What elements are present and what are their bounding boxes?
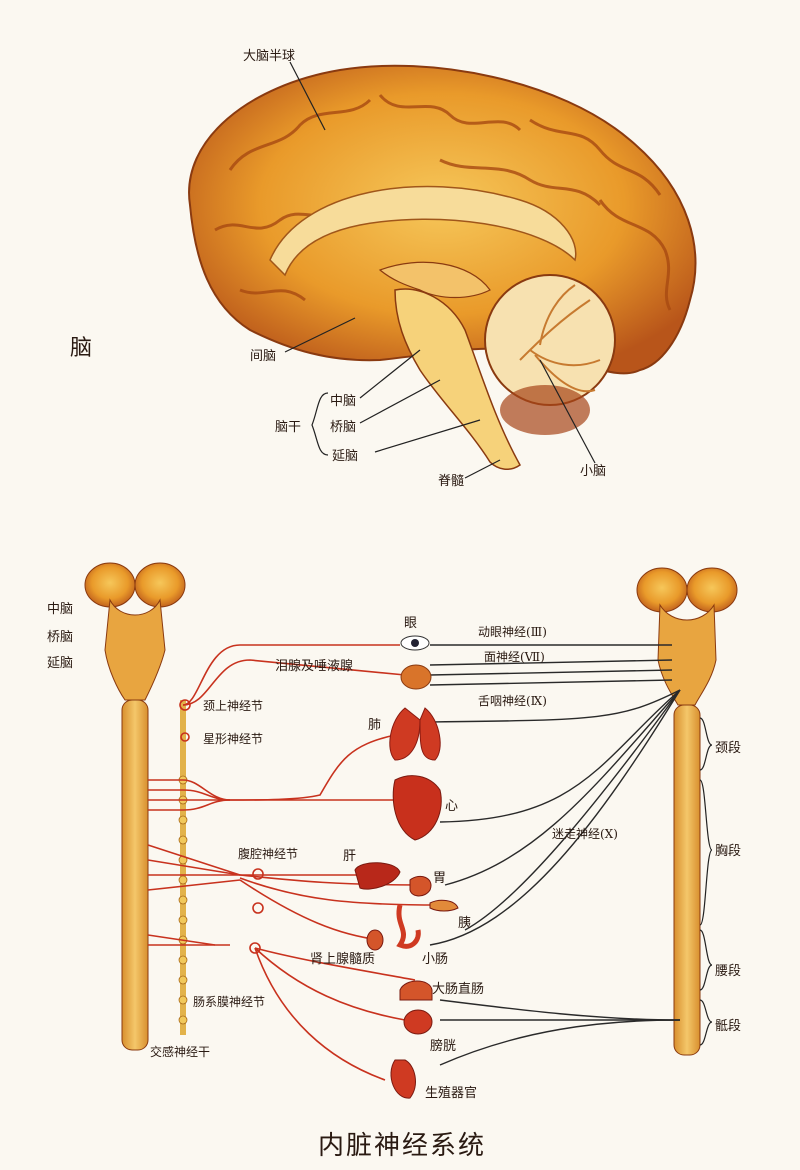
left-brainstem-illustration xyxy=(84,562,186,1051)
right-brainstem-illustration xyxy=(636,567,738,1056)
brain-title: 脑 xyxy=(70,336,93,361)
label-adrenal-medulla: 肾上腺髓质 xyxy=(310,952,376,967)
label-superior-cervical-ganglion: 颈上神经节 xyxy=(203,699,264,713)
label-stellate-ganglion: 星形神经节 xyxy=(203,732,264,746)
label-sacral-segment: 骶段 xyxy=(715,1019,742,1034)
adrenal-shape xyxy=(366,929,384,951)
bladder-shape xyxy=(403,1009,433,1035)
label-pancreas: 胰 xyxy=(458,916,472,931)
label-lacrimal-salivary: 泪腺及唾液腺 xyxy=(275,659,354,674)
label-small-intestine: 小肠 xyxy=(422,952,449,967)
brainstem-shape xyxy=(394,288,521,470)
brain-illustration xyxy=(188,64,697,470)
label-liver: 肝 xyxy=(343,849,357,864)
label-vagus-nerve: 迷走神经(Ⅹ) xyxy=(552,827,618,841)
label-oculomotor-nerve: 动眼神经(Ⅲ) xyxy=(478,625,547,639)
right-lung-shape xyxy=(419,707,441,761)
sympathetic-fibers xyxy=(147,644,441,1081)
large-intestine-shape xyxy=(399,980,433,1001)
segment-braces xyxy=(699,717,713,1046)
left-lung-shape xyxy=(389,707,421,761)
diagram-title: 内脏神经系统 xyxy=(318,1131,487,1161)
diencephalon-shape xyxy=(378,261,491,299)
cerebellum-lower-shape xyxy=(500,385,590,435)
salivary-gland-shape xyxy=(400,664,432,690)
label-pons: 桥脑 xyxy=(330,420,357,435)
label-large-intestine: 大肠直肠 xyxy=(432,982,485,997)
label-sympathetic-trunk: 交感神经干 xyxy=(150,1045,211,1059)
label-bladder: 膀胱 xyxy=(430,1039,457,1054)
label-ans-midbrain: 中脑 xyxy=(47,602,74,617)
stomach-shape xyxy=(409,875,432,897)
organs xyxy=(354,635,459,1099)
label-spinal-cord: 脊髓 xyxy=(438,474,465,489)
sympathetic-trunk-chain xyxy=(178,700,188,1035)
label-ans-pons: 桥脑 xyxy=(47,630,74,645)
label-cerebellum: 小脑 xyxy=(580,464,607,479)
label-genitals: 生殖器官 xyxy=(425,1086,478,1101)
corpus-callosum-shape xyxy=(269,185,577,277)
label-midbrain: 中脑 xyxy=(330,394,357,409)
label-celiac-ganglion: 腹腔神经节 xyxy=(238,847,299,861)
label-eye: 眼 xyxy=(404,616,418,631)
label-diencephalon: 间脑 xyxy=(250,349,277,364)
liver-shape xyxy=(354,862,401,890)
label-medulla: 延脑 xyxy=(332,449,359,464)
parasympathetic-fibers xyxy=(429,644,681,1066)
brain-leader-lines xyxy=(284,61,596,479)
label-lung: 肺 xyxy=(368,718,382,733)
heart-shape xyxy=(392,775,442,841)
label-facial-nerve: 面神经(Ⅶ) xyxy=(484,650,545,664)
pancreas-shape xyxy=(429,899,459,912)
label-cerebral-hemisphere: 大脑半球 xyxy=(243,49,296,64)
label-mesenteric-ganglion: 肠系膜神经节 xyxy=(193,995,266,1009)
label-stomach: 胃 xyxy=(433,871,447,886)
label-lumbar-segment: 腰段 xyxy=(715,964,742,979)
label-heart: 心 xyxy=(445,799,459,814)
eye-pupil-shape xyxy=(411,639,419,647)
label-glossopharyngeal-nerve: 舌咽神经(Ⅸ) xyxy=(478,694,547,708)
genital-organs-shape xyxy=(390,1059,416,1099)
label-thoracic-segment: 胸段 xyxy=(715,844,742,859)
label-brainstem: 脑干 xyxy=(275,420,302,435)
label-cervical-segment: 颈段 xyxy=(715,741,742,756)
label-ans-medulla: 延脑 xyxy=(47,656,74,671)
small-intestine-shape xyxy=(396,904,421,949)
